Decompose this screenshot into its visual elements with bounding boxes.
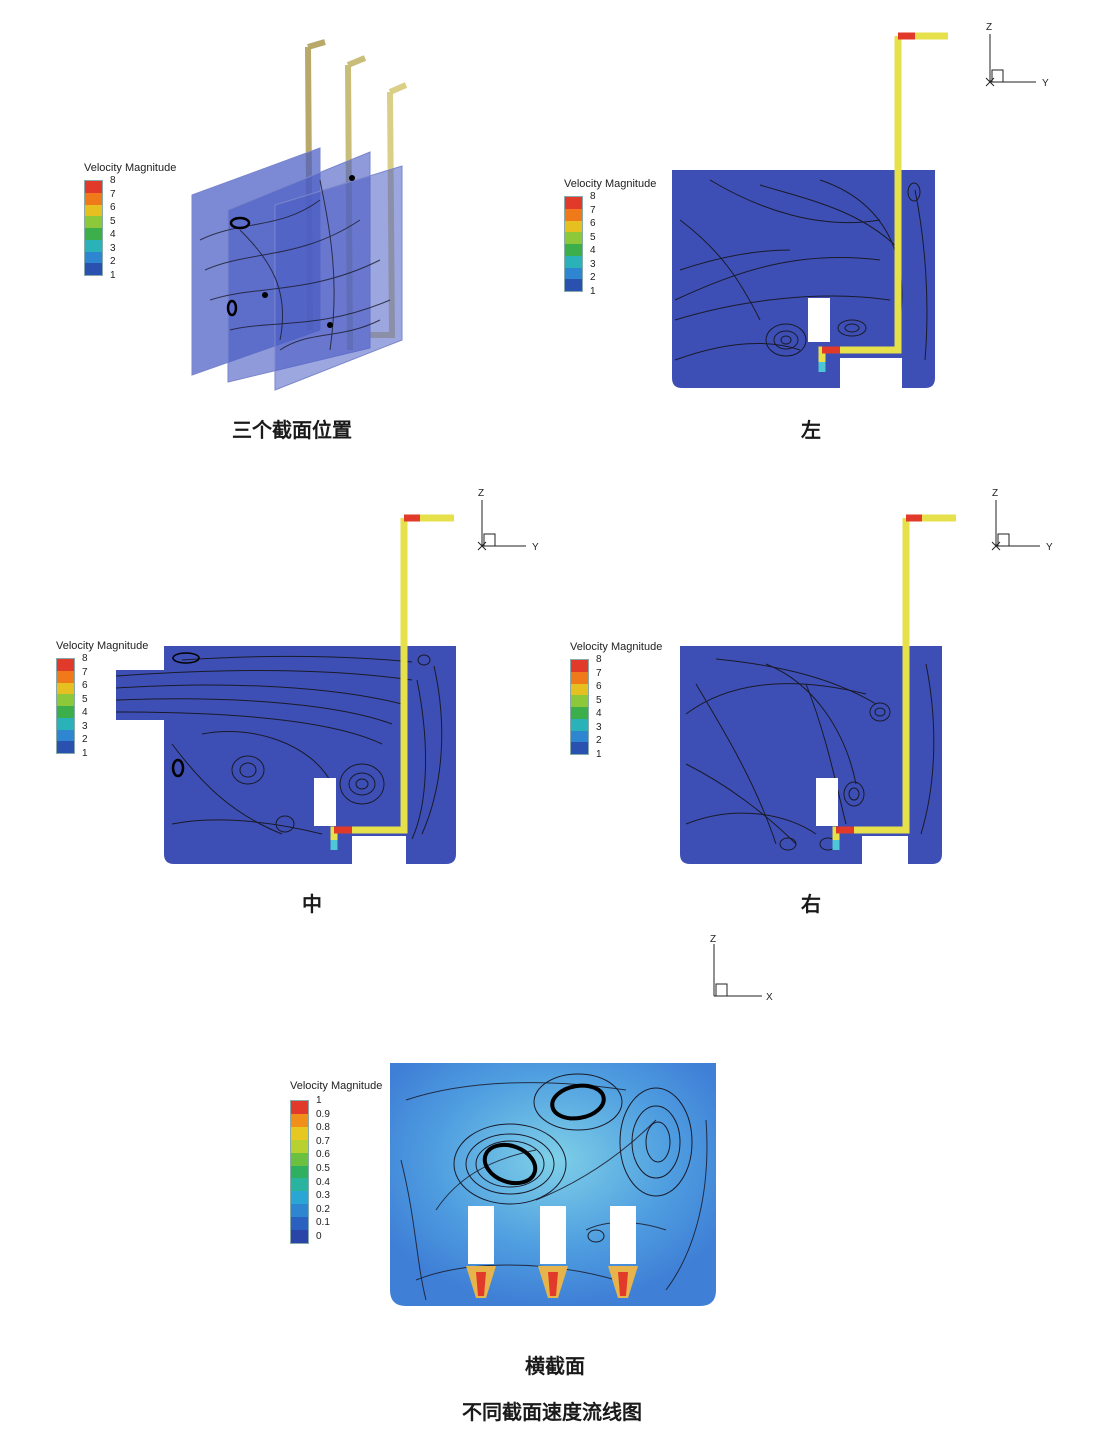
legend-tick: 2	[596, 735, 602, 746]
legend-tick: 7	[110, 188, 116, 200]
legend-tick: 4	[82, 707, 88, 718]
legend-tick: 2	[110, 256, 116, 267]
legend-title: Velocity Magnitude	[84, 162, 177, 174]
legend-tick: 0.2	[316, 1203, 330, 1215]
legend-colorbar	[84, 180, 103, 276]
legend-tick: 6	[590, 218, 596, 229]
legend-colorbar	[564, 196, 583, 292]
caption-middle: 中	[302, 892, 322, 916]
legend-tick: 2	[590, 272, 596, 283]
legend-colorbar	[570, 659, 589, 755]
axis-x-label: X	[766, 992, 773, 1003]
axis-z-label: Z	[986, 22, 992, 33]
caption-right: 右	[801, 892, 821, 916]
legend-tick: 7	[82, 666, 88, 678]
legend-tick: 0.8	[316, 1122, 330, 1134]
legend-tick: 3	[110, 242, 116, 254]
panel-section-positions: Velocity Magnitude 8 7 6 5 4 3 2 1	[80, 30, 420, 391]
legend-tick: 5	[82, 693, 88, 705]
left-section-streamlines: Z Y	[672, 22, 1049, 388]
legend-colorbar	[56, 658, 75, 754]
axis-z-label: Z	[710, 934, 716, 945]
axis-y-label: Y	[532, 542, 539, 553]
cross-section-streamlines	[390, 1063, 716, 1306]
legend-tick: 8	[110, 175, 116, 186]
panel-right-section: Velocity Magnitude 8 7 6 5 4 3 2 1	[566, 484, 1066, 874]
legend-tick: 5	[110, 215, 116, 227]
right-section-streamlines: Z Y	[680, 488, 1053, 864]
legend-tick: 6	[596, 681, 602, 692]
caption-left: 左	[801, 418, 821, 442]
middle-section-streamlines: Z Y	[115, 488, 539, 864]
legend-tick: 1	[110, 269, 116, 281]
caption-section-positions: 三个截面位置	[232, 418, 352, 442]
legend-tick: 0.3	[316, 1190, 330, 1202]
legend-title: Velocity Magnitude	[56, 640, 149, 652]
legend-tick: 3	[596, 721, 602, 733]
legend-tick: 0.4	[316, 1176, 330, 1188]
figure-title: 不同截面速度流线图	[462, 1400, 642, 1424]
legend-tick: 0.6	[316, 1149, 330, 1161]
legend-tick: 8	[596, 654, 602, 665]
legend-tick: 1	[82, 747, 88, 759]
legend-tick: 6	[82, 680, 88, 691]
legend-tick: 0.1	[316, 1217, 330, 1229]
legend-tick: 0.9	[316, 1108, 330, 1120]
legend-tick: 3	[590, 258, 596, 270]
legend-tick: 2	[82, 734, 88, 745]
legend-tick: 3	[82, 720, 88, 732]
legend-title: Velocity Magnitude	[570, 641, 663, 653]
legend-tick: 8	[590, 191, 596, 202]
axis-triad-middle	[477, 500, 526, 551]
legend-tick: 4	[110, 229, 116, 240]
legend-colorbar	[290, 1100, 309, 1244]
panel-left-section: Velocity Magnitude 8 7 6 5 4 3 2 1	[560, 20, 1060, 400]
legend-tick: 0.7	[316, 1135, 330, 1147]
legend-title: Velocity Magnitude	[564, 178, 657, 190]
legend-tick: 4	[596, 708, 602, 719]
axis-z-label: Z	[478, 488, 484, 499]
legend-tick: 6	[110, 202, 116, 213]
axis-z-label: Z	[992, 488, 998, 499]
legend-tick: 7	[596, 667, 602, 679]
legend-tick: 7	[590, 204, 596, 216]
legend-tick: 0	[316, 1231, 322, 1242]
legend-tick: 1	[590, 285, 596, 297]
axis-triad-right	[991, 500, 1040, 551]
legend-tick: 5	[590, 231, 596, 243]
legend-tick: 5	[596, 694, 602, 706]
three-sections-3d-view	[191, 39, 408, 391]
axis-triad-left	[985, 34, 1036, 87]
legend-title: Velocity Magnitude	[290, 1080, 383, 1092]
legend-tick: 0.5	[316, 1163, 330, 1174]
panel-middle-section: Velocity Magnitude 8 7 6 5 4 3 2 1	[52, 484, 552, 874]
legend-tick: 1	[596, 748, 602, 760]
caption-cross-section: 横截面	[525, 1354, 585, 1378]
axis-triad-cross: Z X	[710, 934, 773, 1003]
legend-tick: 4	[590, 245, 596, 256]
legend-tick: 8	[82, 653, 88, 664]
axis-y-label: Y	[1042, 78, 1049, 89]
legend-tick: 1	[316, 1095, 322, 1106]
axis-y-label: Y	[1046, 542, 1053, 553]
